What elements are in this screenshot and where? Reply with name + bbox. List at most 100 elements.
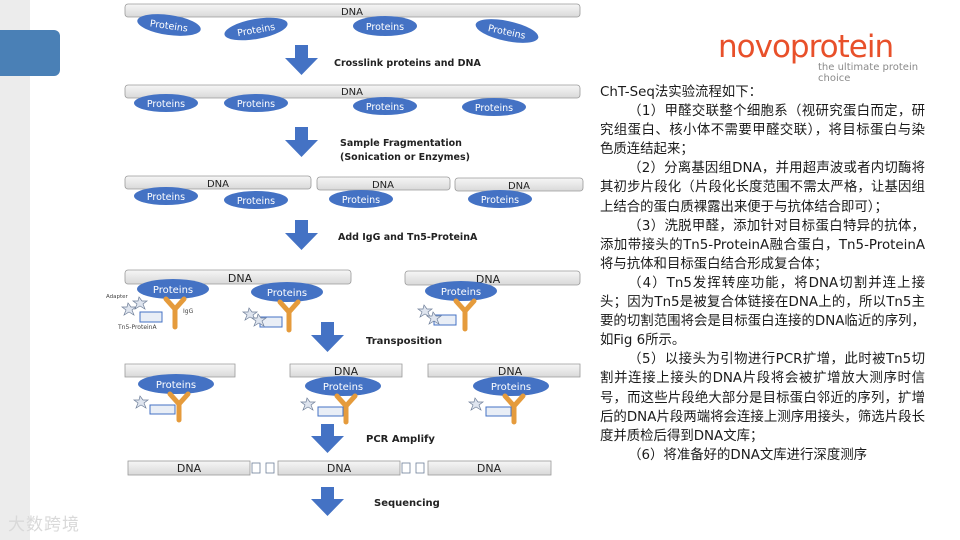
protein-blob	[137, 279, 209, 299]
adapter-end	[415, 462, 425, 474]
dna-fragment	[427, 460, 552, 476]
protein-label: Proteins	[147, 192, 185, 203]
protein-blob	[329, 190, 393, 208]
antibody-igg	[502, 393, 526, 425]
step-arrow	[311, 424, 344, 453]
dna-strand	[124, 3, 581, 18]
protein-blob	[134, 187, 198, 205]
tn5-proteina	[485, 406, 512, 417]
antibody-igg	[163, 296, 187, 330]
adapter-star	[299, 397, 317, 411]
protein-label: Proteins	[237, 196, 275, 207]
row-2-crosslinked: DNA Proteins Proteins Proteins Proteins	[124, 84, 581, 116]
dna-label: DNA	[341, 7, 363, 18]
dna-strand	[124, 84, 581, 99]
protocol-step-6: （6）将准备好的DNA文库进行深度测序	[628, 447, 867, 463]
protein-label: Proteins	[323, 382, 363, 393]
adapter-star	[131, 296, 149, 310]
dna-fragment	[289, 363, 403, 378]
protein-blob	[134, 94, 198, 112]
dna-label: DNA	[341, 87, 363, 98]
row-3-fragmented: DNA DNA DNA Proteins Proteins Proteins P…	[124, 175, 584, 209]
dna-fragment	[277, 460, 401, 476]
protein-label: Proteins	[481, 195, 519, 206]
adapter-end	[401, 462, 411, 474]
protein-blob	[224, 191, 288, 209]
protein-label: Proteins	[441, 287, 481, 298]
dna-label: DNA	[207, 179, 229, 190]
protein-label: Proteins	[475, 103, 513, 114]
tn5-proteina	[149, 404, 176, 415]
step-label: Sequencing	[374, 498, 440, 509]
dna-label: DNA	[477, 462, 502, 475]
dna-fragment	[124, 175, 312, 190]
protein-label: Proteins	[153, 285, 193, 296]
protocol-text-panel: ChT-Seq法实验流程如下： （1）甲醛交联整个细胞系（视研究蛋白而定，研究组…	[600, 83, 925, 465]
step-arrow	[285, 127, 318, 157]
protein-label: Proteins	[267, 288, 307, 299]
dna-fragment	[127, 460, 251, 476]
row-6-amplified: DNA DNA DNA	[127, 460, 552, 476]
protein-label: Proteins	[237, 99, 275, 110]
protein-blob	[462, 98, 526, 116]
protein-blob	[468, 190, 532, 208]
step-label: Add IgG and Tn5-ProteinA	[338, 232, 478, 243]
antibody-igg	[334, 393, 358, 425]
protein-label: Proteins	[342, 195, 380, 206]
logo-tagline: the ultimate protein choice	[818, 62, 919, 84]
watermark: 大数跨境	[8, 515, 80, 535]
protein-label: Proteins	[149, 18, 188, 34]
adapter-star	[416, 304, 434, 318]
dna-label: DNA	[177, 462, 202, 475]
dna-fragment	[427, 363, 581, 378]
adapter-star	[425, 311, 443, 325]
adapter-star	[241, 307, 259, 321]
protocol-step-2: （2）分离基因组DNA，并用超声波或者内切酶将其初步片段化（片段化长度范围不需太…	[600, 161, 925, 215]
step-label: PCR Amplify	[366, 434, 435, 445]
protocol-step-5: （5）以接头为引物进行PCR扩增，此时被Tn5切割并连接上接头的DNA片段将会被…	[600, 352, 925, 444]
left-accent-strip	[0, 0, 30, 540]
adapter-label: Adapter	[106, 294, 129, 300]
protein-blob	[475, 19, 539, 43]
row-5-transposition: DNA DNA Proteins Proteins Proteins	[124, 363, 581, 425]
step-label: Sample Fragmentation	[340, 138, 462, 149]
step-sublabel: (Sonication or Enzymes)	[340, 152, 470, 163]
tn5-label: Tn5-ProteinA	[117, 324, 157, 331]
dna-fragment	[316, 176, 451, 191]
protocol-step-3: （3）洗脱甲醛，添加针对目标蛋白特异的抗体，添加带接头的Tn5-ProteinA…	[600, 218, 925, 272]
dna-label: DNA	[334, 365, 359, 378]
row-1-free-proteins: DNA Proteins Proteins Proteins Proteins	[124, 3, 581, 43]
row-4-antibody-bound: DNA Proteins Adapter Tn5-ProteinA IgG Pr…	[106, 269, 581, 333]
step-arrow	[285, 220, 318, 250]
adapter-end	[265, 462, 275, 474]
protocol-step-4: （4）Tn5发挥转座功能，将DNA切割并连上接头；因为Tn5是被复合体链接在DN…	[600, 275, 925, 349]
adapter-end	[251, 462, 261, 474]
adapter-star	[132, 395, 150, 409]
left-accent-tab	[0, 30, 60, 76]
step-arrow	[311, 487, 344, 516]
novoprotein-logo: novoprotein the ultimate protein choice	[718, 30, 948, 84]
step-arrow	[311, 322, 344, 352]
protein-blob	[425, 281, 497, 301]
logo-wordmark: novoprotein	[718, 29, 894, 65]
protein-blob	[138, 374, 214, 394]
protein-blob	[224, 17, 288, 41]
dna-fragment	[404, 270, 581, 286]
protein-blob	[473, 376, 549, 396]
tn5-proteina	[139, 311, 163, 323]
dna-label: DNA	[508, 181, 530, 192]
antibody-igg	[453, 298, 477, 332]
protein-label: Proteins	[156, 380, 196, 391]
adapter-star	[467, 397, 485, 411]
dna-label: DNA	[498, 365, 523, 378]
dna-label: DNA	[327, 462, 352, 475]
dna-fragment	[454, 177, 584, 192]
dna-label: DNA	[372, 180, 394, 191]
protein-label: Proteins	[366, 102, 404, 113]
protein-blob	[353, 16, 417, 36]
protein-blob	[251, 282, 323, 302]
step-arrow	[285, 45, 318, 75]
protocol-title: ChT-Seq法实验流程如下：	[600, 85, 762, 100]
tn5-proteina	[317, 406, 344, 417]
antibody-igg	[277, 299, 301, 333]
